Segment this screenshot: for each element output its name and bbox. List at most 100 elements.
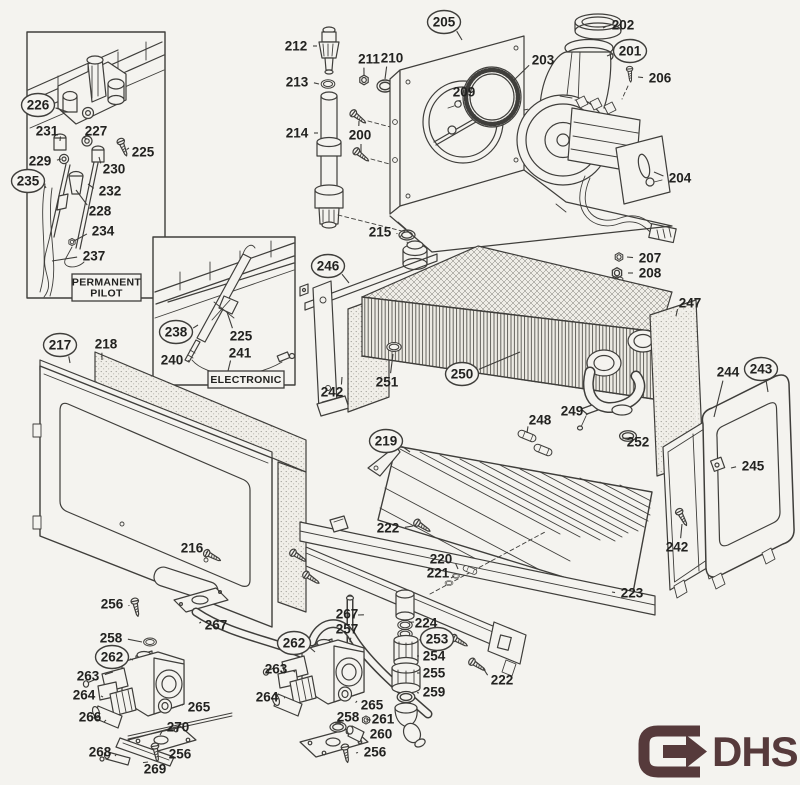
part-number-label: 244 — [717, 365, 740, 380]
callout-265-74: 265 — [355, 698, 384, 713]
callout-259-71: 259 — [416, 685, 446, 700]
callout-247-35: 247 — [675, 296, 701, 317]
part-number-label: 231 — [36, 124, 59, 139]
callout-246-31: 246 — [310, 253, 350, 284]
dhs-logo-mark — [638, 725, 700, 778]
part-number-label: 256 — [169, 747, 192, 762]
callout-256-78: 256 — [355, 745, 387, 760]
callout-210-18: 210 — [381, 51, 404, 80]
part-number-label: 251 — [376, 375, 399, 390]
callout-242-39: 242 — [666, 523, 688, 555]
part-number-label: 249 — [561, 404, 584, 419]
part-number-label: 224 — [415, 616, 438, 631]
part-number-label: 238 — [165, 325, 188, 340]
callout-256-52: 256 — [101, 597, 130, 612]
part-number-label: 204 — [669, 171, 692, 186]
boxed-label-text: PERMANENT — [72, 277, 141, 289]
callout-222-44: 222 — [377, 521, 414, 536]
part-number-label: 266 — [79, 710, 102, 725]
callout-224-67: 224 — [409, 616, 438, 631]
callout-244-36: 244 — [713, 365, 740, 418]
callout-225-3: 225 — [126, 145, 155, 160]
part-number-label: 253 — [426, 632, 449, 647]
part-number-label: 225 — [132, 145, 155, 160]
callout-264-57: 264 — [73, 688, 104, 703]
front-door-drawing — [32, 351, 307, 628]
callout-218-51: 218 — [95, 337, 118, 361]
part-number-label: 232 — [99, 184, 122, 199]
part-number-label: 221 — [427, 566, 450, 581]
part-number-label: 263 — [265, 662, 288, 677]
part-number-label: 219 — [375, 434, 398, 449]
dhs-logo-arrow-icon — [663, 735, 707, 768]
part-number-label: 259 — [423, 685, 446, 700]
callout-203-25: 203 — [511, 53, 555, 83]
part-number-label: 243 — [750, 362, 773, 377]
part-number-label: 226 — [27, 98, 50, 113]
callout-215-21: 215 — [369, 225, 398, 240]
callout-209-27: 209 — [453, 85, 476, 102]
callout-231-1: 231 — [36, 124, 62, 142]
callout-232-7: 232 — [87, 184, 122, 199]
callout-237-10: 237 — [51, 249, 105, 264]
callout-205-22: 205 — [426, 9, 463, 41]
part-number-label: 235 — [17, 174, 40, 189]
part-number-label: 230 — [103, 162, 126, 177]
callout-228-8: 228 — [75, 189, 112, 219]
callout-263-72: 263 — [265, 662, 296, 677]
callout-248-40: 248 — [526, 413, 552, 434]
callout-220-45: 220 — [430, 552, 459, 570]
part-number-label: 213 — [286, 75, 309, 90]
part-number-label: 258 — [100, 631, 123, 646]
callout-267-53: 267 — [199, 618, 227, 633]
callout-217-50: 217 — [42, 332, 78, 364]
callout-216-49: 216 — [181, 541, 209, 556]
callout-202-23: 202 — [602, 18, 635, 33]
part-number-label: 270 — [167, 720, 190, 735]
part-number-label: 255 — [423, 666, 446, 681]
part-number-label: 254 — [423, 649, 446, 664]
callout-245-38: 245 — [730, 459, 765, 474]
boxed-label-text: PILOT — [90, 288, 123, 300]
part-number-label: 265 — [361, 698, 384, 713]
callout-253-68: 253 — [418, 626, 455, 652]
callout-211-17: 211 — [358, 52, 380, 76]
callout-200-20: 200 — [349, 120, 371, 153]
part-number-label: 220 — [430, 552, 453, 567]
callout-201-24: 201 — [606, 38, 648, 64]
callout-268-61: 268 — [89, 745, 117, 760]
callout-256-62: 256 — [169, 747, 192, 762]
part-number-label: 250 — [451, 367, 474, 382]
callout-265-59: 265 — [181, 700, 211, 715]
part-number-label: 222 — [491, 673, 514, 688]
part-number-label: 209 — [453, 85, 476, 100]
part-number-label: 241 — [229, 346, 252, 361]
part-number-label: 267 — [336, 607, 359, 622]
part-number-label: 210 — [381, 51, 404, 66]
callout-230-5: 230 — [98, 156, 126, 177]
callout-242-33: 242 — [321, 376, 344, 400]
boxed-label-text: ELECTRONIC — [210, 374, 281, 386]
callout-257-65: 257 — [336, 622, 358, 643]
callout-243-37: 243 — [743, 356, 779, 393]
callout-270-60: 270 — [159, 720, 190, 736]
part-number-label: 206 — [649, 71, 672, 86]
part-number-label: 256 — [101, 597, 124, 612]
callout-226-0: 226 — [20, 92, 69, 118]
heat-exchanger-drawing — [299, 240, 704, 477]
callout-262-55: 262 — [94, 644, 134, 670]
callout-219-43: 219 — [368, 428, 411, 454]
part-number-label: 201 — [619, 44, 642, 59]
part-number-label: 218 — [95, 337, 118, 352]
callout-225-12: 225 — [226, 311, 253, 344]
part-number-label: 261 — [372, 712, 395, 727]
part-number-label: 214 — [286, 126, 309, 141]
part-number-label: 242 — [321, 385, 344, 400]
part-number-label: 262 — [283, 636, 306, 651]
callout-249-41: 249 — [561, 404, 589, 419]
callout-258-54: 258 — [100, 631, 143, 646]
part-number-label: 202 — [612, 18, 635, 33]
part-number-label: 211 — [358, 52, 380, 67]
